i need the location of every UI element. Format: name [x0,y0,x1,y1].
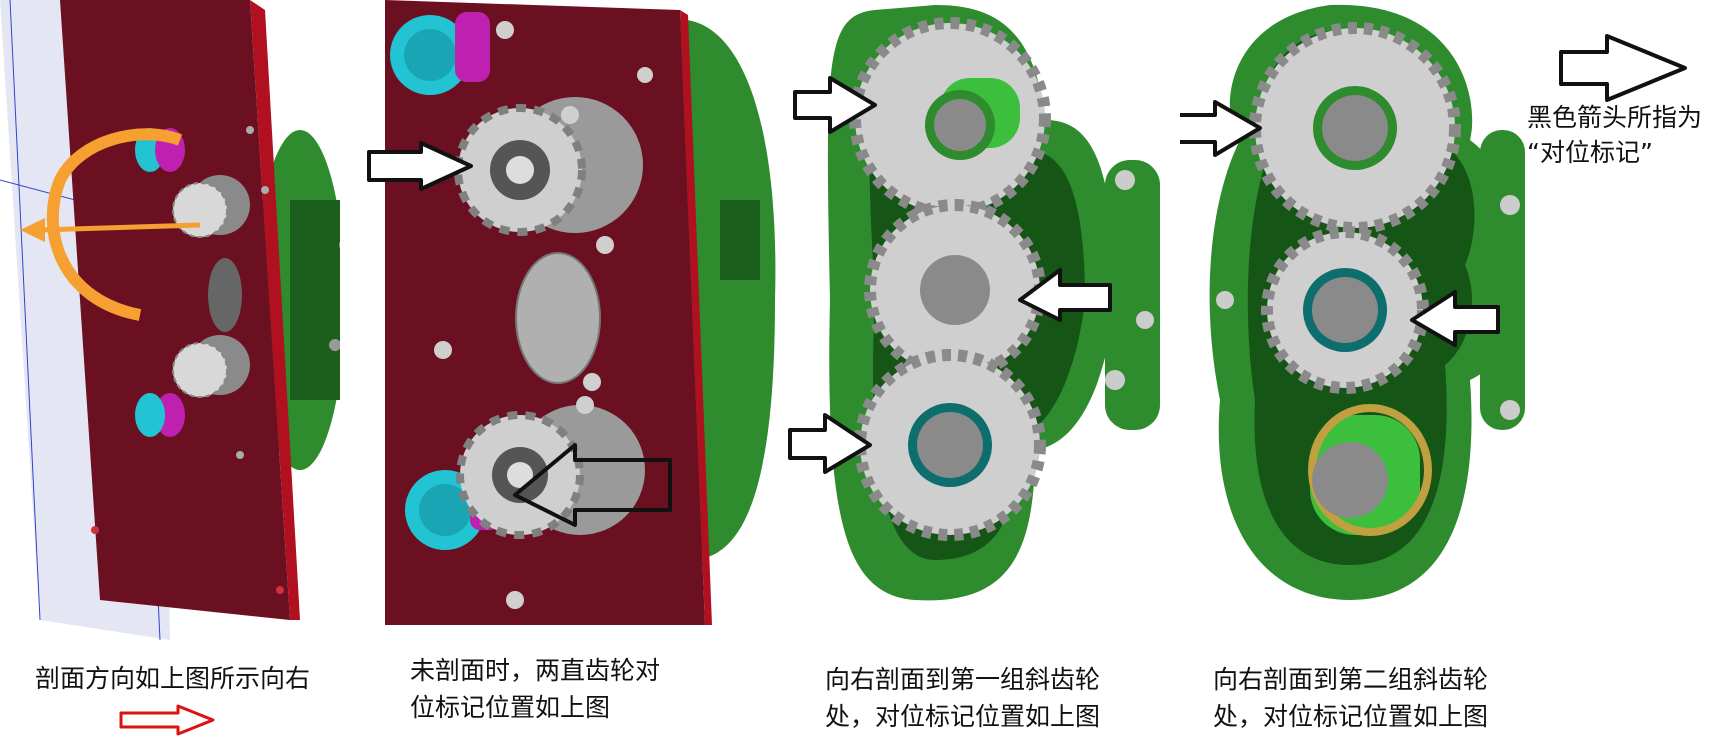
housing-flange [290,200,340,400]
magenta-shaft [455,12,490,82]
gear-bore [934,99,986,151]
gear-bore [920,255,990,325]
bolt [276,586,284,594]
black-outline-arrow-icon [788,413,872,474]
gear-bore [1312,442,1388,518]
black-outline-arrow-icon [367,141,473,191]
bolt [1500,400,1520,420]
caption-unsectioned: 未剖面时，两直齿轮对 位标记位置如上图 [410,656,661,722]
legend-text: 黑色箭头所指为 “对位标记” [1527,103,1703,167]
bolt [596,236,614,254]
bolt [246,126,254,134]
gear-bore [1312,277,1378,343]
bolt [1115,170,1135,190]
panel-first-helical-section [785,0,1175,610]
legend-arrow [1559,34,1687,102]
black-outline-arrow-icon [793,76,877,134]
plane-edge-line [9,0,41,621]
bolt [506,591,524,609]
caption-second-helical: 向右剖面到第二组斜齿轮 处，对位标记位置如上图 [1213,665,1489,731]
bolt [1216,291,1234,309]
bolt [261,186,269,194]
housing-flange [720,200,760,280]
bearing-ring [1308,404,1432,536]
bolt [637,67,653,83]
orange-curved-arrow-icon [46,128,183,321]
bolt [329,339,340,351]
orange-arrowhead [20,218,45,242]
cyan-cap-inner [404,29,456,81]
bolt [1500,195,1520,215]
caption-section-direction: 剖面方向如上图所示向右 [35,664,311,693]
cover-disc [515,252,601,384]
gear-bore-inner [506,156,534,184]
bolt [561,106,579,124]
orange-direction-line [39,222,201,233]
housing-side [1105,160,1160,430]
housing-side [1480,130,1525,430]
cyan-cap-inner [419,484,471,536]
panel-section-direction [0,0,340,640]
spur-gear [172,182,228,238]
bolt [576,396,594,414]
end-plate-edge [250,0,300,620]
black-outline-arrow-icon [1559,34,1687,102]
panel-unsectioned [380,0,780,630]
bolt [583,373,601,391]
gear-bore-inner [507,462,533,488]
bolt [496,21,514,39]
cover-disc [208,258,242,332]
caption-first-helical: 向右剖面到第一组斜齿轮 处，对位标记位置如上图 [825,665,1101,731]
black-outline-arrow-icon [513,443,672,527]
black-outline-arrow-icon [1180,100,1262,157]
red-outline-arrow-icon [119,704,215,736]
gear-bore [917,412,983,478]
end-plate [60,0,290,620]
end-plate-edge [680,10,712,625]
bolt [339,241,340,249]
bolt [434,341,452,359]
bolt [1136,311,1154,329]
panel-second-helical-section [1180,0,1530,610]
black-outline-arrow-icon [1018,268,1112,322]
black-outline-arrow-icon [1410,290,1500,347]
bolt [236,451,244,459]
bolt [1105,370,1125,390]
cyan-cap [135,393,165,437]
spur-gear [172,342,228,398]
bolt [91,526,99,534]
gear-bore [1322,95,1388,161]
